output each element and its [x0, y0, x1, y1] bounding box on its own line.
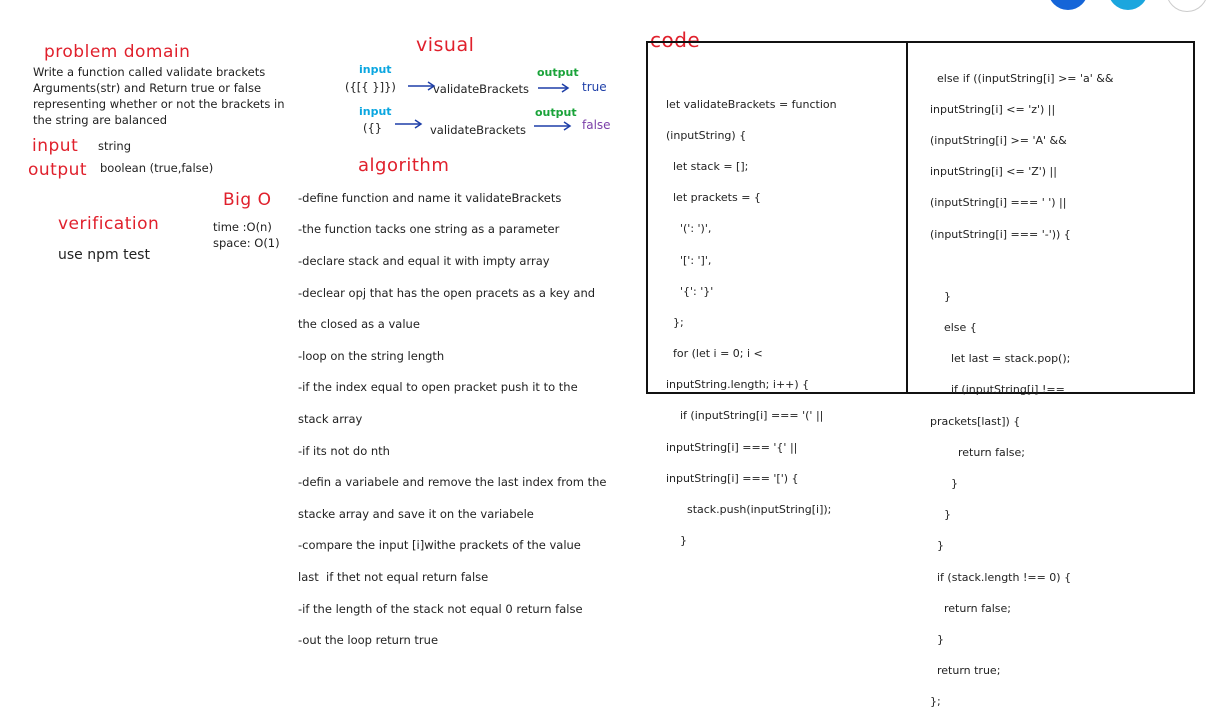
output-label: output: [535, 106, 577, 119]
false-result: false: [582, 118, 611, 132]
code-heading: code: [650, 28, 701, 52]
visual-input: ({}: [363, 121, 383, 135]
code-line: '(': ')',: [666, 222, 712, 236]
code-line: }: [930, 289, 951, 303]
white-circle-icon[interactable]: [1166, 0, 1208, 12]
arrow-icon: [395, 119, 423, 129]
blue-circle-icon[interactable]: [1048, 0, 1088, 10]
code-line: }: [666, 534, 687, 548]
problem-line: Arguments(str) and Return true or false: [33, 81, 262, 95]
input-label: input: [359, 63, 392, 76]
arrow-icon: [538, 83, 570, 93]
code-line: let stack = [];: [666, 159, 749, 173]
code-line: [930, 258, 1113, 274]
problem-text: Write a function called validate bracket…: [33, 64, 285, 128]
input-heading: input: [32, 136, 79, 156]
algorithm-step: stacke array and save it on the variabel…: [298, 506, 534, 521]
code-line: }: [930, 539, 944, 553]
code-line: }: [930, 477, 958, 491]
algorithm-step: -if its not do nth: [298, 443, 390, 458]
input-value: string: [98, 139, 132, 153]
problem-line: Write a function called validate bracket…: [33, 65, 266, 79]
code-line: inputString[i] === '[') {: [666, 471, 799, 485]
code-line: }: [930, 508, 951, 522]
code-line: '{': '}': [666, 284, 714, 298]
algorithm-step: last if thet not equal return false: [298, 569, 489, 584]
code-line: return false;: [930, 601, 1011, 615]
code-line: }: [930, 632, 944, 646]
code-line: let prackets = {: [666, 191, 761, 205]
algorithm-step: -compare the input [i]withe prackets of …: [298, 538, 581, 553]
output-value: boolean (true,false): [100, 161, 214, 175]
code-left-column: let validateBrackets = function (inputSt…: [666, 81, 837, 564]
space-complexity: space: O(1): [213, 236, 280, 250]
code-line: return false;: [930, 445, 1025, 459]
code-line: inputString[i] <= 'z') ||: [930, 102, 1056, 116]
code-line: (inputString) {: [666, 128, 747, 142]
arrow-icon: [408, 81, 436, 91]
code-line: inputString[i] === '{' ||: [666, 440, 798, 454]
algorithm-heading: algorithm: [358, 155, 450, 176]
arrow-icon: [534, 121, 572, 131]
algorithm-step: -declear opj that has the open pracets a…: [298, 285, 596, 300]
function-name: validateBrackets: [433, 82, 529, 96]
visual-heading: visual: [416, 34, 475, 56]
algorithm-step: -the function tacks one string as a para…: [298, 222, 560, 237]
input-label: input: [359, 105, 392, 118]
output-label: output: [537, 66, 579, 79]
code-right-column: else if ((inputString[i] >= 'a' && input…: [930, 55, 1113, 726]
code-line: return true;: [930, 664, 1001, 678]
code-line: let last = stack.pop();: [930, 352, 1071, 366]
code-line: for (let i = 0; i <: [666, 347, 763, 361]
code-line: inputString.length; i++) {: [666, 378, 810, 392]
algorithm-step: -if the index equal to open pracket push…: [298, 380, 578, 395]
problem-line: the string are balanced: [33, 113, 168, 127]
algorithm-step: -if the length of the stack not equal 0 …: [298, 601, 583, 616]
algorithm-step: -loop on the string length: [298, 348, 445, 363]
algorithm-step: -define function and name it validateBra…: [298, 190, 562, 205]
algorithm-step: -declare stack and equal it with impty a…: [298, 253, 550, 268]
verification-text: use npm test: [58, 247, 150, 263]
visual-input: ({[{ }]}): [345, 80, 396, 94]
code-line: if (inputString[i] !==: [930, 383, 1065, 397]
code-line: if (inputString[i] === '(' ||: [666, 409, 824, 423]
code-line: };: [666, 315, 684, 329]
algorithm-step: stack array: [298, 411, 363, 426]
code-line: if (stack.length !== 0) {: [930, 570, 1072, 584]
algorithm-steps: -define function and name it validateBra…: [298, 175, 607, 665]
code-line: let validateBrackets = function: [666, 97, 837, 111]
algorithm-step: the closed as a value: [298, 317, 420, 332]
code-line: (inputString[i] >= 'A' &&: [930, 133, 1067, 147]
true-result: true: [582, 80, 607, 94]
function-name: validateBrackets: [430, 123, 526, 137]
problem-line: representing whether or not the brackets…: [33, 97, 285, 111]
code-box: [646, 41, 1195, 394]
code-line: prackets[last]) {: [930, 414, 1021, 428]
algorithm-step: -out the loop return true: [298, 633, 439, 648]
code-line: (inputString[i] === '-')) {: [930, 227, 1071, 241]
output-heading: output: [28, 160, 88, 180]
code-line: else if ((inputString[i] >= 'a' &&: [930, 71, 1114, 85]
code-line: };: [930, 695, 941, 709]
code-line: stack.push(inputString[i]);: [666, 503, 832, 517]
code-divider: [906, 41, 908, 394]
algorithm-step: -defin a variabele and remove the last i…: [298, 475, 607, 490]
verification-heading: verification: [58, 214, 160, 234]
time-complexity: time :O(n): [213, 220, 272, 234]
code-line: else {: [930, 321, 977, 335]
big-o-heading: Big O: [223, 190, 272, 210]
code-line: (inputString[i] === ' ') ||: [930, 196, 1067, 210]
problem-domain-heading: problem domain: [44, 42, 191, 62]
code-line: '[': ']',: [666, 253, 712, 267]
cyan-circle-icon[interactable]: [1108, 0, 1148, 10]
code-line: inputString[i] <= 'Z') ||: [930, 165, 1057, 179]
